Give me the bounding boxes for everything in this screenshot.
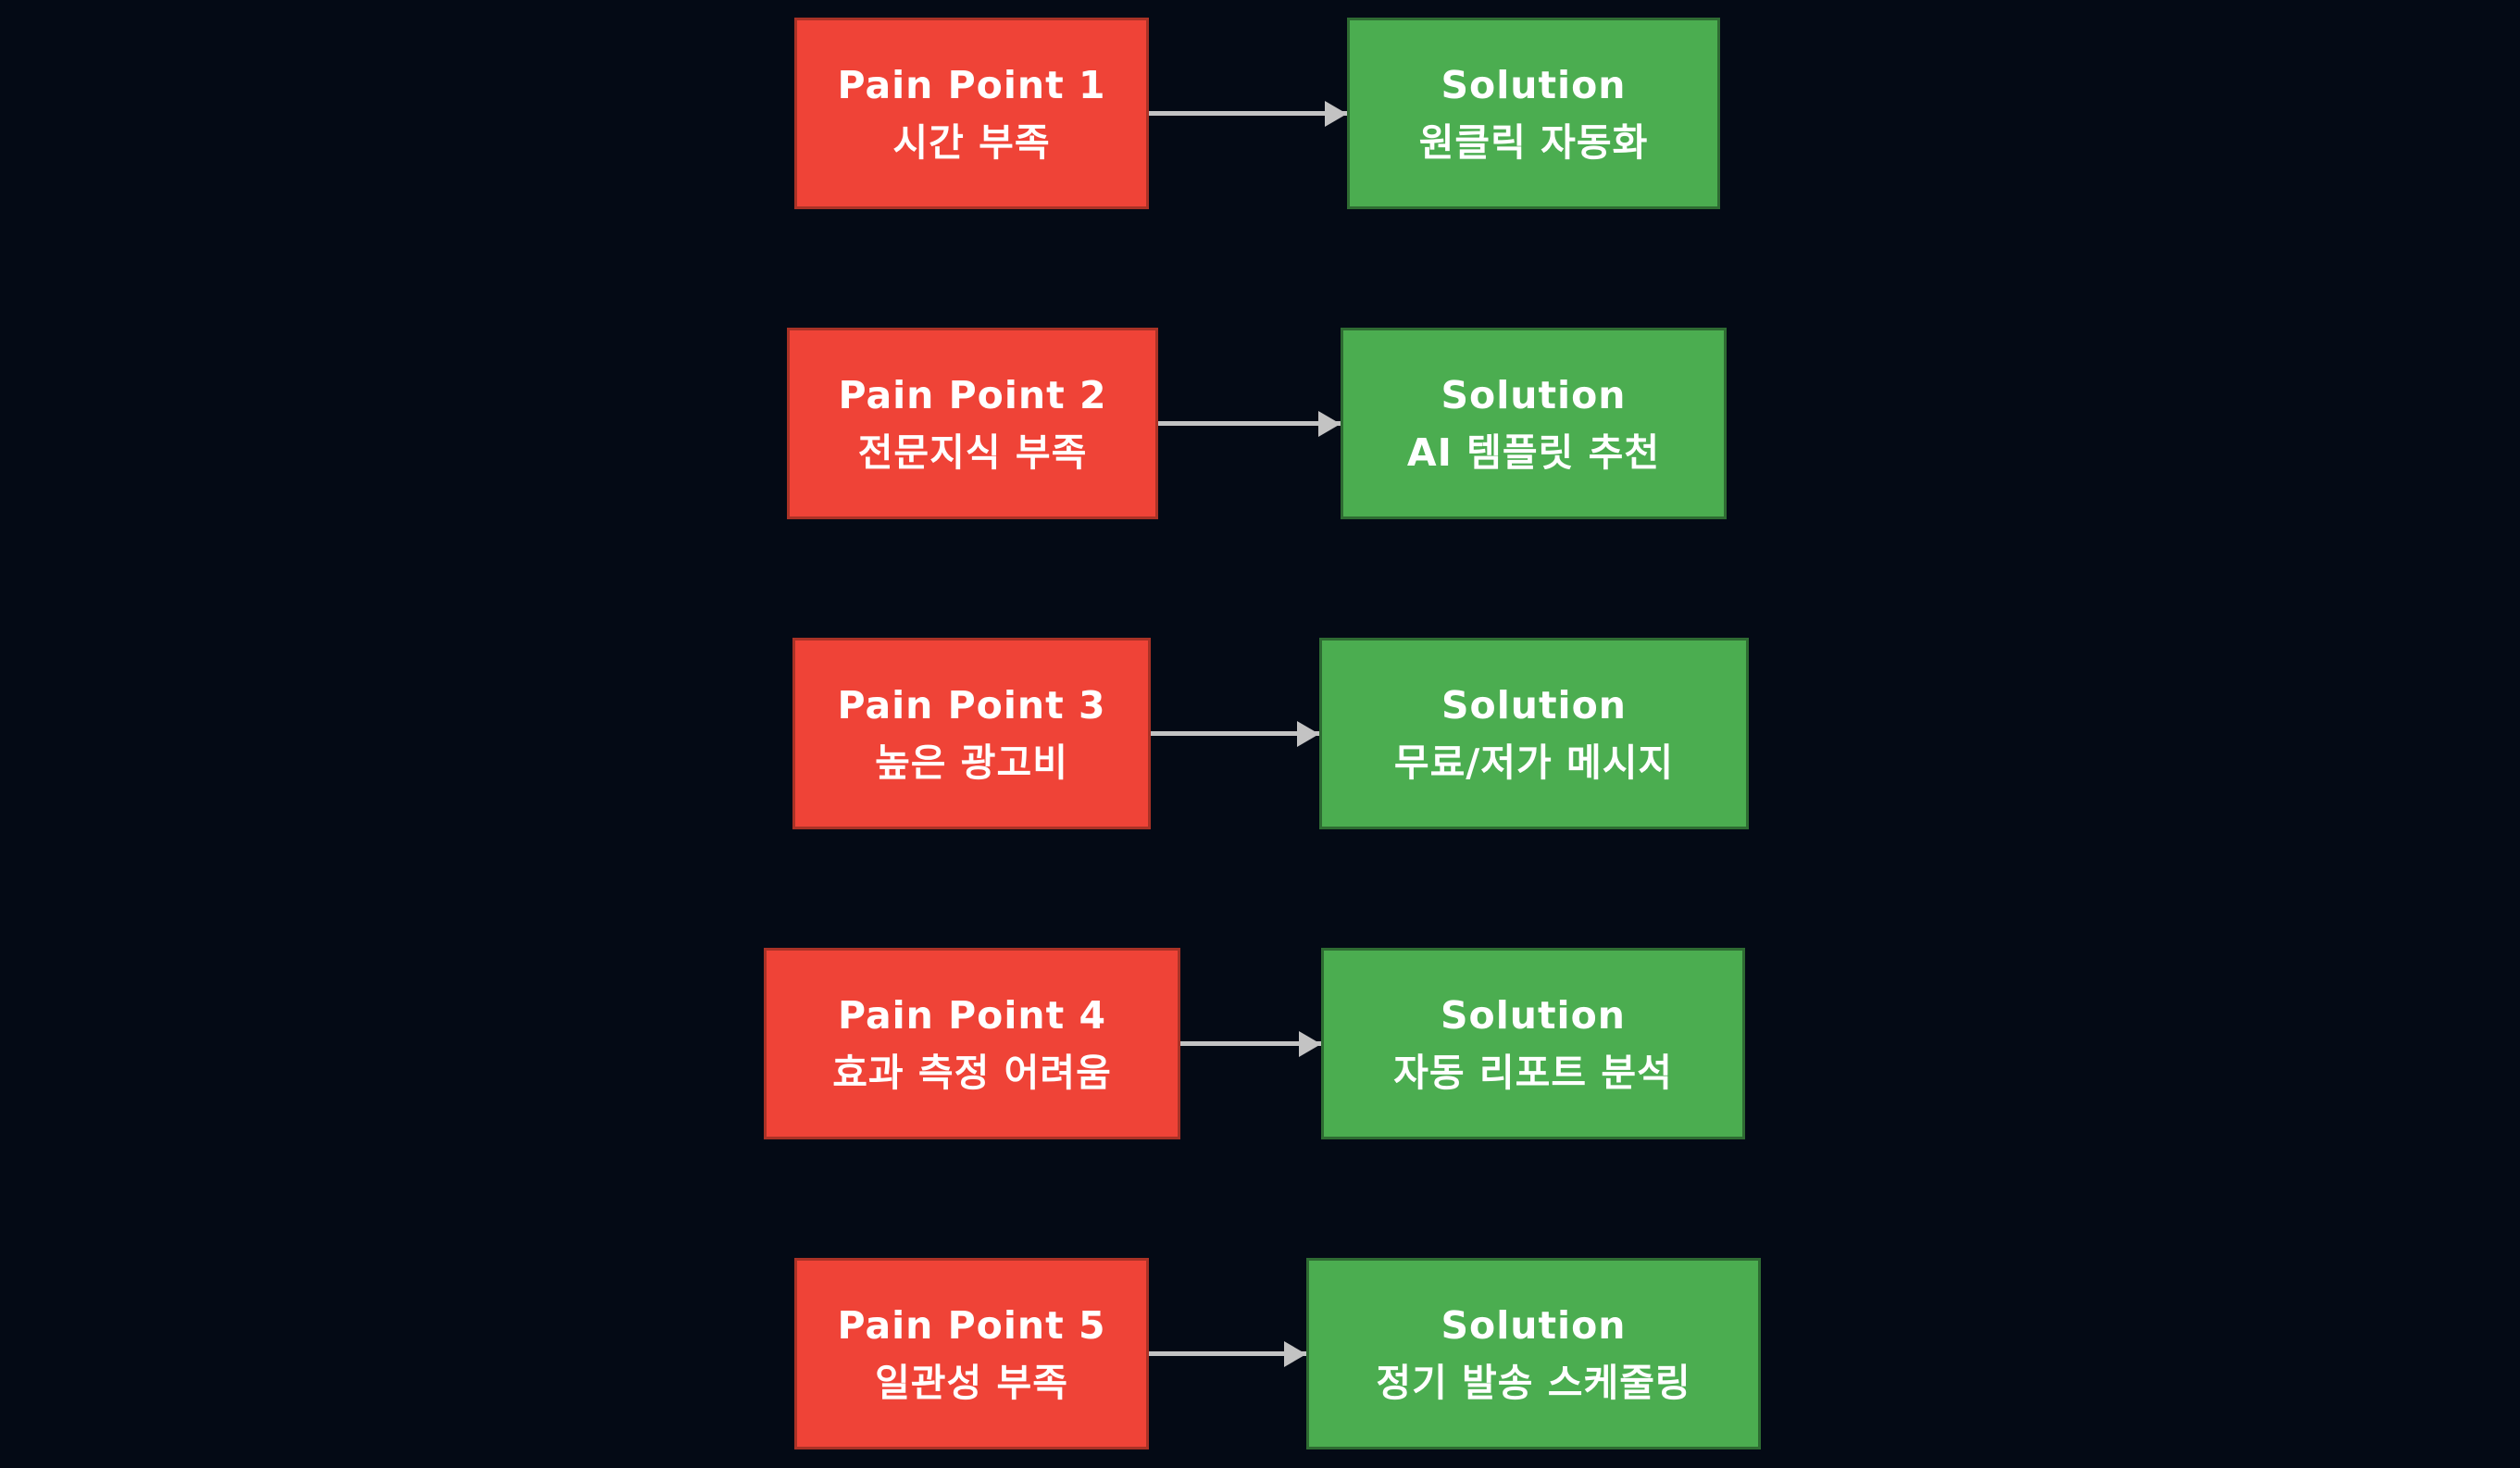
- solution-4-title: Solution: [1441, 992, 1626, 1038]
- solution-4-node: Solution 자동 리포트 분석: [1321, 948, 1745, 1139]
- arrow-right-icon: [1180, 1041, 1321, 1046]
- pain-point-1-label: 시간 부족: [892, 119, 1051, 165]
- pain-point-1-title: Pain Point 1: [837, 62, 1106, 107]
- solution-3-label: 무료/저가 메시지: [1393, 740, 1675, 785]
- pain-point-5-title: Pain Point 5: [837, 1302, 1106, 1348]
- solution-5-label: 정기 발송 스케줄링: [1376, 1360, 1691, 1405]
- pain-point-4-title: Pain Point 4: [838, 992, 1106, 1038]
- pain-point-3-label: 높은 광고비: [875, 740, 1068, 785]
- pain-point-1-node: Pain Point 1 시간 부족: [794, 18, 1149, 209]
- arrow-right-icon: [1149, 111, 1347, 116]
- pain-point-2-node: Pain Point 2 전문지식 부족: [787, 328, 1158, 519]
- pain-point-5-label: 일관성 부족: [875, 1360, 1068, 1405]
- solution-1-title: Solution: [1441, 62, 1627, 107]
- pain-point-3-node: Pain Point 3 높은 광고비: [792, 638, 1151, 829]
- solution-5-title: Solution: [1441, 1302, 1627, 1348]
- solution-1-node: Solution 원클릭 자동화: [1347, 18, 1720, 209]
- pain-point-3-title: Pain Point 3: [837, 682, 1106, 728]
- arrow-right-icon: [1158, 421, 1341, 426]
- solution-2-title: Solution: [1441, 372, 1627, 417]
- solution-4-label: 자동 리포트 분석: [1393, 1050, 1673, 1095]
- pain-point-5-node: Pain Point 5 일관성 부족: [794, 1258, 1149, 1449]
- solution-2-node: Solution AI 템플릿 추천: [1341, 328, 1727, 519]
- pain-point-2-label: 전문지식 부족: [857, 429, 1088, 475]
- solution-3-node: Solution 무료/저가 메시지: [1319, 638, 1749, 829]
- solution-3-title: Solution: [1441, 682, 1627, 728]
- pain-point-4-label: 효과 측정 어려움: [832, 1050, 1112, 1095]
- solution-2-label: AI 템플릿 추천: [1406, 429, 1661, 475]
- arrow-right-icon: [1151, 731, 1319, 736]
- solution-5-node: Solution 정기 발송 스케줄링: [1306, 1258, 1761, 1449]
- pain-point-4-node: Pain Point 4 효과 측정 어려움: [764, 948, 1180, 1139]
- pain-point-2-title: Pain Point 2: [838, 372, 1107, 417]
- arrow-right-icon: [1149, 1351, 1306, 1356]
- solution-1-label: 원클릭 자동화: [1418, 119, 1649, 165]
